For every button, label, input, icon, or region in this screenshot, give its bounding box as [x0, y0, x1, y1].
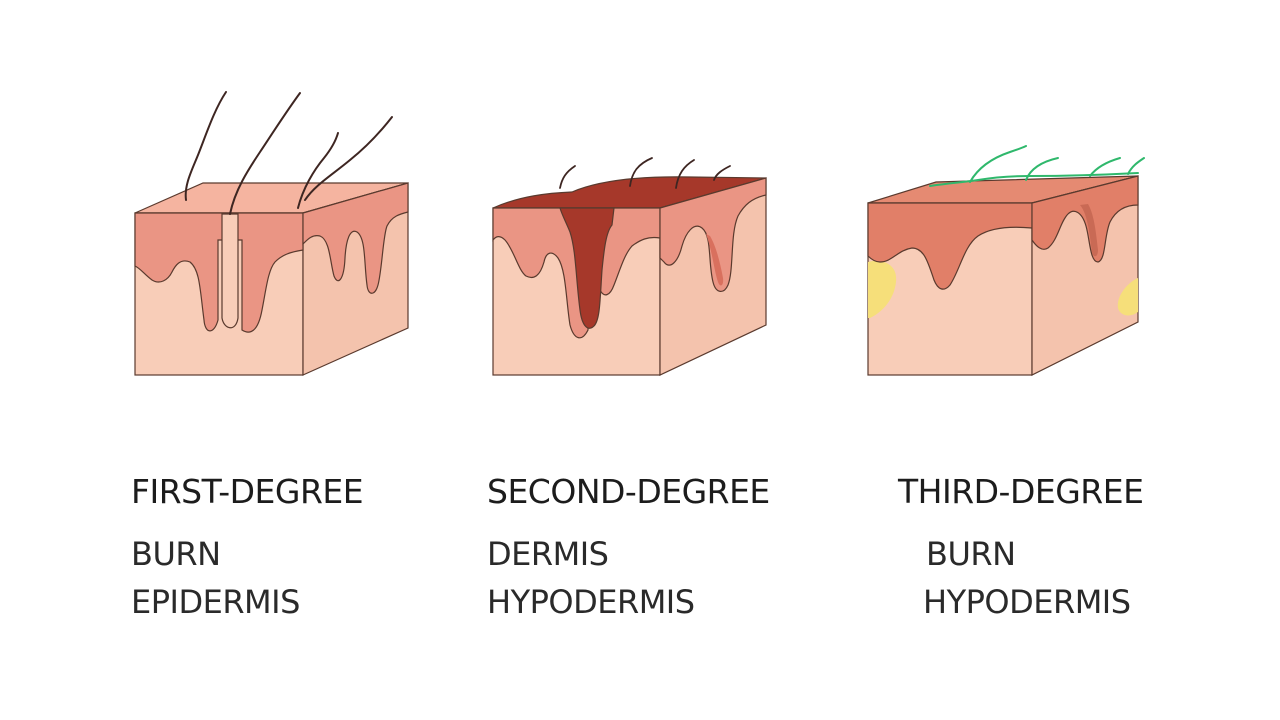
third-degree-line-2: HYPODERMIS — [923, 583, 1131, 621]
third-degree-fat-left — [868, 260, 897, 318]
second-degree-follicle-side — [706, 234, 724, 286]
third-degree-hairs — [929, 145, 1145, 187]
second-degree-line-2: HYPODERMIS — [487, 583, 695, 621]
second-degree-epidermis-side — [659, 177, 767, 292]
first-degree-hairs — [184, 91, 393, 215]
first-degree-title: FIRST-DEGREE — [131, 472, 364, 511]
first-degree-line-2: EPIDERMIS — [131, 583, 300, 621]
second-degree-title: SECOND-DEGREE — [487, 472, 770, 511]
second-degree-caption: SECOND-DEGREE DERMIS HYPODERMIS — [487, 472, 770, 626]
first-degree-skin-block — [134, 91, 409, 376]
first-degree-caption: FIRST-DEGREE BURN EPIDERMIS — [131, 472, 364, 626]
third-degree-caption: THIRD-DEGREE BURN HYPODERMIS — [898, 472, 1144, 626]
third-degree-epidermis-front — [867, 202, 1033, 290]
second-degree-skin-block — [492, 157, 767, 376]
first-degree-epidermis-side — [302, 182, 409, 294]
first-degree-follicle — [221, 213, 239, 329]
second-degree-line-1: DERMIS — [487, 535, 609, 573]
third-degree-follicle-side — [1080, 204, 1098, 257]
third-degree-title: THIRD-DEGREE — [898, 472, 1144, 511]
third-degree-epidermis-side — [1031, 175, 1139, 263]
first-degree-line-1: BURN — [131, 535, 221, 573]
second-degree-burn-channel — [559, 207, 615, 329]
first-degree-epidermis-front — [134, 212, 304, 333]
second-degree-top-face — [492, 176, 767, 209]
third-degree-fat-right — [1117, 278, 1138, 316]
third-degree-line-1: BURN — [926, 535, 1016, 573]
third-degree-skin-block — [867, 145, 1145, 376]
second-degree-hairs — [559, 157, 731, 189]
